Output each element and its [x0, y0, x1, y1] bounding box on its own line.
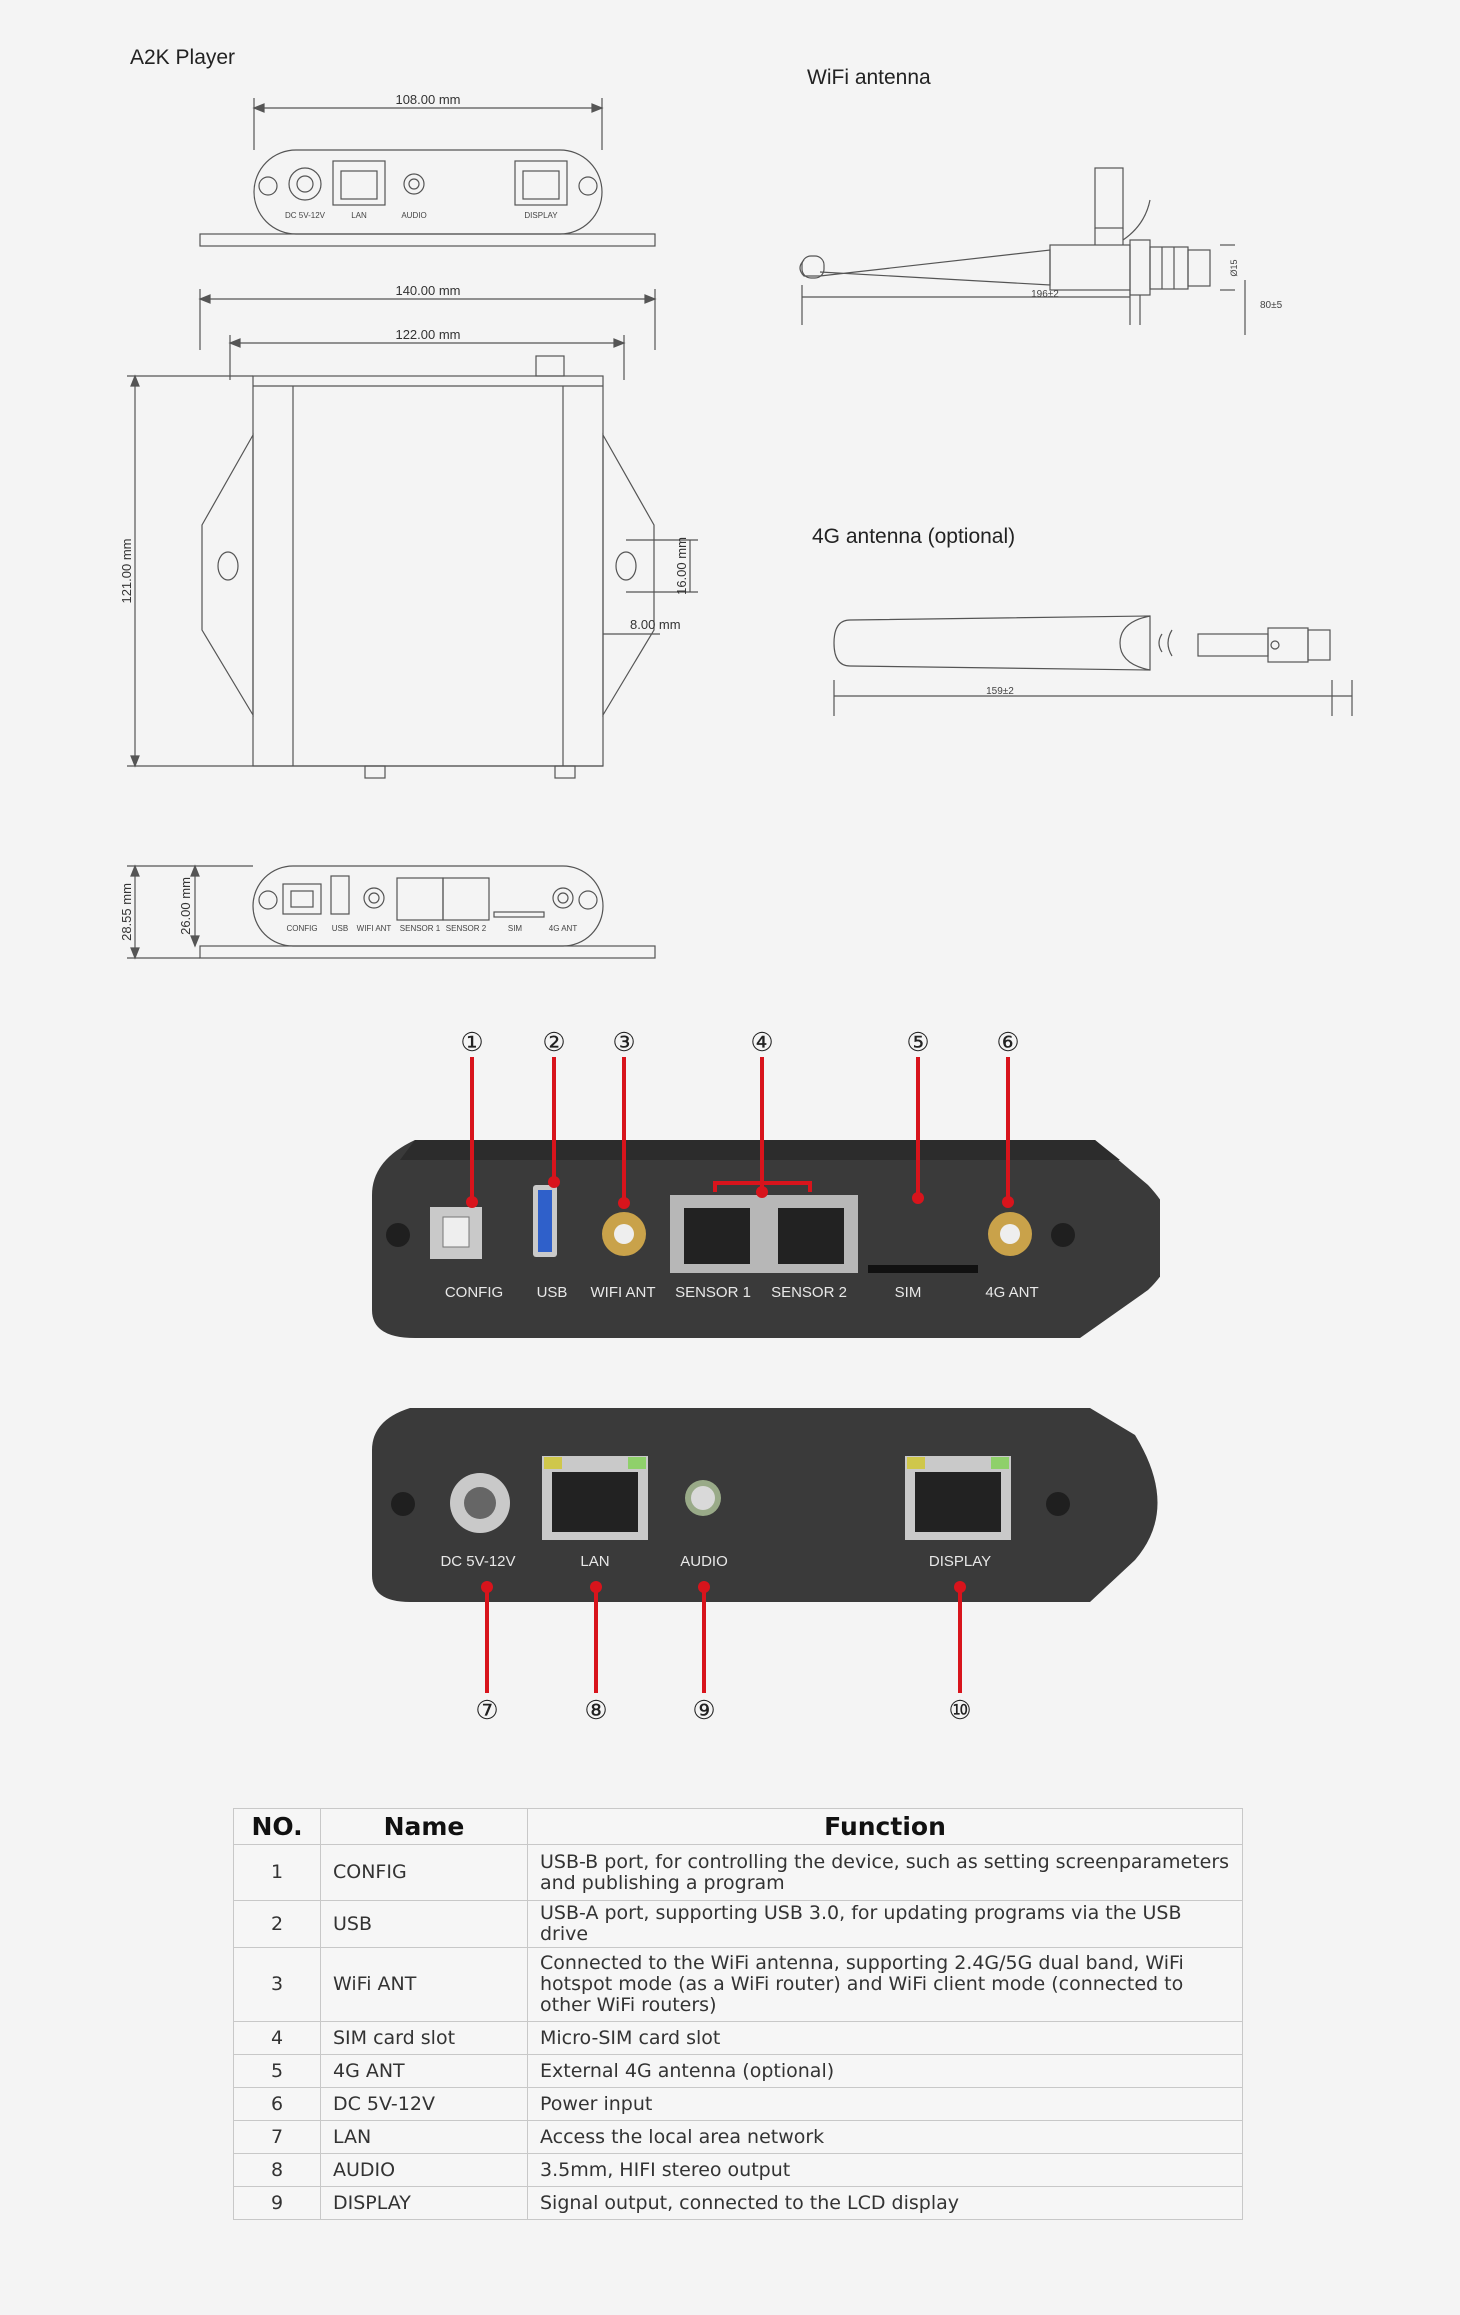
- table-row: 5 4G ANT External 4G antenna (optional): [233, 2054, 1243, 2088]
- photo-label-audio: AUDIO: [680, 1553, 728, 1570]
- wifi-antenna-title: WiFi antenna: [807, 66, 931, 89]
- wifi-antenna-drawing: 196±2 80±5 Ø15: [799, 167, 1283, 335]
- dim-total-height: 28.55 mm: [119, 883, 134, 941]
- photo-label-display: DISPLAY: [929, 1553, 991, 1570]
- row-function: Micro-SIM card slot: [527, 2021, 1243, 2055]
- row-no: 8: [233, 2153, 321, 2187]
- table-row: 6 DC 5V-12V Power input: [233, 2087, 1243, 2121]
- photo-label-wifi: WIFI ANT: [591, 1284, 656, 1301]
- row-function: Connected to the WiFi antenna, supportin…: [527, 1947, 1243, 2022]
- drawing-label-audio: AUDIO: [401, 211, 426, 220]
- photo-label-sim: SIM: [895, 1284, 922, 1301]
- table-row: 7 LAN Access the local area network: [233, 2120, 1243, 2154]
- table-header-row: NO. Name Function: [233, 1808, 1243, 1845]
- row-function: External 4G antenna (optional): [527, 2054, 1243, 2088]
- row-name: USB: [320, 1900, 528, 1948]
- wifi-length-label: 196±2: [1031, 289, 1059, 300]
- photo-label-lan: LAN: [580, 1553, 609, 1570]
- drawing-label-wifi: WIFI ANT: [357, 924, 392, 933]
- callout-4: ④: [750, 1027, 773, 1057]
- 4g-antenna-title: 4G antenna (optional): [812, 525, 1016, 548]
- dim-body-height: 26.00 mm: [178, 877, 193, 935]
- photo-label-4g: 4G ANT: [985, 1284, 1038, 1301]
- drawing-label-sensor1: SENSOR 1: [400, 924, 441, 933]
- row-no: 7: [233, 2120, 321, 2154]
- row-no: 4: [233, 2021, 321, 2055]
- row-name: AUDIO: [320, 2153, 528, 2187]
- wifi-base-label: 80±5: [1260, 300, 1283, 311]
- dim-slot-offset: 8.00 mm: [630, 617, 681, 632]
- dim-slot-height: 16.00 mm: [674, 537, 689, 595]
- drawing-label-config: CONFIG: [286, 924, 317, 933]
- callout-10: ⑩: [948, 1695, 971, 1725]
- callout-9: ⑨: [692, 1695, 715, 1725]
- row-no: 2: [233, 1900, 321, 1948]
- row-no: 1: [233, 1844, 321, 1901]
- header-no: NO.: [233, 1808, 321, 1845]
- screw-right-icon: [1051, 1223, 1075, 1247]
- dim-body-width: 122.00 mm: [395, 327, 460, 342]
- row-function: 3.5mm, HIFI stereo output: [527, 2153, 1243, 2187]
- screw-left-icon: [386, 1223, 410, 1247]
- header-function: Function: [527, 1808, 1243, 1845]
- table-row: 9 DISPLAY Signal output, connected to th…: [233, 2186, 1243, 2220]
- row-function: USB-A port, supporting USB 3.0, for upda…: [527, 1900, 1243, 1948]
- drawing-label-lan: LAN: [351, 211, 367, 220]
- drawing-label-sim: SIM: [508, 924, 523, 933]
- 4g-antenna-drawing: 159±2: [833, 615, 1353, 716]
- table-row: 4 SIM card slot Micro-SIM card slot: [233, 2021, 1243, 2055]
- dim-overall-width: 140.00 mm: [395, 283, 460, 298]
- row-no: 5: [233, 2054, 321, 2088]
- callout-5: ⑤: [906, 1027, 929, 1057]
- callout-3: ③: [612, 1027, 635, 1057]
- drawing-label-dc: DC 5V-12V: [285, 211, 326, 220]
- table-row: 3 WiFi ANT Connected to the WiFi antenna…: [233, 1947, 1243, 2022]
- row-name: 4G ANT: [320, 2054, 528, 2088]
- row-function: Power input: [527, 2087, 1243, 2121]
- drawing-label-sensor2: SENSOR 2: [446, 924, 487, 933]
- device-photos: CONFIG USB WIFI ANT SENSOR 1 SENSOR 2 SI…: [372, 1025, 1160, 1725]
- photo-label-usb: USB: [537, 1284, 568, 1301]
- screw-back-left-icon: [391, 1492, 415, 1516]
- drawing-label-4g: 4G ANT: [549, 924, 578, 933]
- dim-top-width: 108.00 mm: [395, 92, 460, 107]
- port-function-table: NO. Name Function 1 CONFIG USB-B port, f…: [233, 1808, 1243, 2220]
- photo-label-sensor1: SENSOR 1: [675, 1284, 751, 1301]
- drawing-label-display: DISPLAY: [524, 211, 558, 220]
- wifi-dia-label: Ø15: [1229, 259, 1239, 276]
- callout-8: ⑧: [584, 1695, 607, 1725]
- callout-6: ⑥: [996, 1027, 1019, 1057]
- dim-depth: 121.00 mm: [119, 538, 134, 603]
- drawing-label-usb: USB: [332, 924, 348, 933]
- g4-length-label: 159±2: [986, 686, 1014, 697]
- row-name: CONFIG: [320, 1844, 528, 1901]
- header-name: Name: [320, 1808, 528, 1845]
- row-name: DISPLAY: [320, 2186, 528, 2220]
- row-name: DC 5V-12V: [320, 2087, 528, 2121]
- callout-7: ⑦: [475, 1695, 498, 1725]
- photo-label-config: CONFIG: [445, 1284, 503, 1301]
- row-name: SIM card slot: [320, 2021, 528, 2055]
- row-no: 9: [233, 2186, 321, 2220]
- row-function: Signal output, connected to the LCD disp…: [527, 2186, 1243, 2220]
- table-row: 1 CONFIG USB-B port, for controlling the…: [233, 1844, 1243, 1901]
- player-title: A2K Player: [130, 46, 236, 69]
- row-name: WiFi ANT: [320, 1947, 528, 2022]
- photo-label-sensor2: SENSOR 2: [771, 1284, 847, 1301]
- row-no: 3: [233, 1947, 321, 2022]
- row-no: 6: [233, 2087, 321, 2121]
- screw-back-right-icon: [1046, 1492, 1070, 1516]
- row-function: Access the local area network: [527, 2120, 1243, 2154]
- sim-slot-icon: [868, 1265, 978, 1273]
- callout-1: ①: [460, 1027, 483, 1057]
- table-row: 2 USB USB-A port, supporting USB 3.0, fo…: [233, 1900, 1243, 1948]
- callout-2: ②: [542, 1027, 565, 1057]
- table-row: 8 AUDIO 3.5mm, HIFI stereo output: [233, 2153, 1243, 2187]
- player-drawing: 108.00 mm 140.00 mm 122.00 mm 121.00 mm …: [119, 92, 698, 960]
- photo-label-dc: DC 5V-12V: [440, 1553, 515, 1570]
- row-function: USB-B port, for controlling the device, …: [527, 1844, 1243, 1901]
- row-name: LAN: [320, 2120, 528, 2154]
